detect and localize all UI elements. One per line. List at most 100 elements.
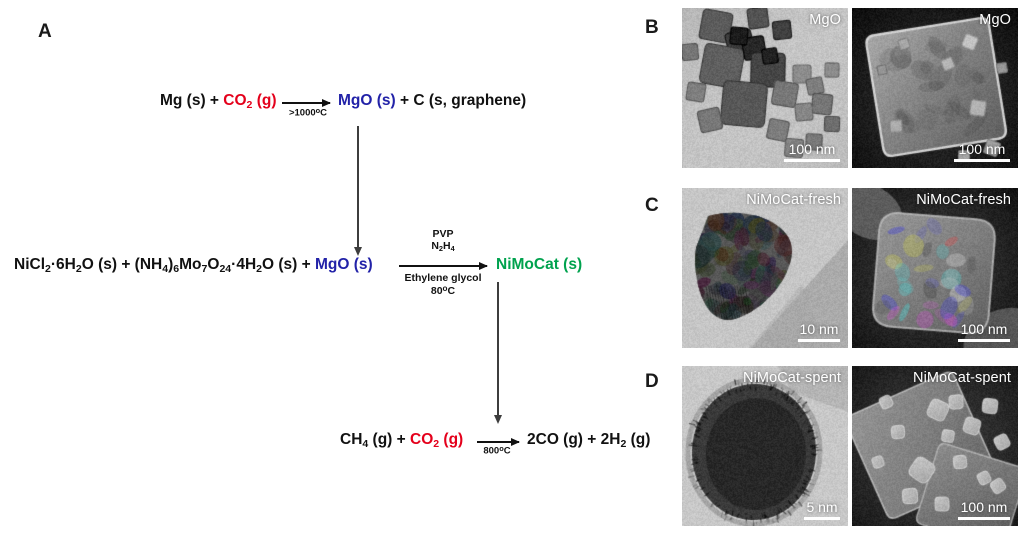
reaction-2-solvent: Ethylene glycol xyxy=(404,272,482,284)
ammonium-text: O (s) + (NH xyxy=(81,256,163,273)
tetrahydrate-text: ·4H xyxy=(231,256,257,273)
o-text: O xyxy=(207,256,220,273)
reaction-1-reactant-co2: CO2 (g) xyxy=(223,92,277,111)
micrograph-b-sem[interactable]: MgO 100 nm xyxy=(852,8,1018,168)
panel-label-c: C xyxy=(645,195,659,216)
ammonium-subscript: 4 xyxy=(162,262,169,275)
reaction-1-equation: Mg (s) + CO2 (g) xyxy=(160,93,277,110)
micrograph-d-tem[interactable]: NiMoCat-spent 5 nm xyxy=(682,366,848,526)
paren-subscript: 6 xyxy=(173,262,180,275)
h2-phase: (g) xyxy=(626,431,651,448)
micrograph-b-tem-label: MgO xyxy=(809,12,841,28)
reaction-3-co2: CO2 (g) xyxy=(410,431,464,450)
micrograph-d-sem-scalebar: 100 nm xyxy=(958,500,1010,520)
reaction-2-mgo: MgO (s) xyxy=(315,256,373,273)
micrograph-row-d: NiMoCat-spent 5 nm NiMoCat-spent 100 nm xyxy=(682,366,1018,526)
micrograph-c-sem-scalebar-line xyxy=(958,339,1010,342)
micrograph-b-sem-label: MgO xyxy=(979,12,1011,28)
reaction-2-arrow xyxy=(399,261,488,270)
reaction-2-condition-below: Ethylene glycol 80oC xyxy=(387,272,499,298)
micrograph-c-sem-scalebar: 100 nm xyxy=(958,322,1010,342)
flow-arrow-2 xyxy=(493,282,502,424)
reaction-1-product-mgo: MgO (s) xyxy=(338,92,396,109)
micrograph-b-tem-scalebar-line xyxy=(784,159,840,162)
reaction-2-temperature: 80oC xyxy=(387,284,499,297)
mo-subscript: 7 xyxy=(201,262,208,275)
tetrahydrate-subscript: 2 xyxy=(256,262,262,275)
reaction-3-temp-unit: C xyxy=(503,445,511,457)
reaction-2-reagent-hydrazine: N2H4 xyxy=(397,240,489,253)
reaction-2-temp-unit: C xyxy=(447,285,456,298)
micrograph-row-b: MgO 100 nm MgO 100 nm xyxy=(682,8,1018,168)
nicl2-text: NiCl xyxy=(14,256,45,273)
micrograph-d-tem-label: NiMoCat-spent xyxy=(743,370,841,386)
reaction-2-condition-above: PVP N2H4 xyxy=(397,228,489,254)
hydrate-text: ·6H xyxy=(50,256,76,273)
micrograph-b-sem-scalebar-line xyxy=(954,159,1010,162)
micrograph-d-sem-scalebar-line xyxy=(958,517,1010,520)
panel-label-a: A xyxy=(38,21,52,42)
reaction-2-degree-symbol: o xyxy=(442,284,448,294)
micrograph-b-tem[interactable]: MgO 100 nm xyxy=(682,8,848,168)
micrograph-b-sem-canvas xyxy=(852,8,1018,168)
reaction-1-arrow xyxy=(282,98,331,107)
co2-3-phase: (g) xyxy=(439,431,464,448)
panel-a-scheme: A Mg (s) + CO2 (g) >1000oC MgO (s) + C (… xyxy=(14,21,650,457)
micrograph-c-sem[interactable]: NiMoCat-fresh 100 nm xyxy=(852,188,1018,348)
micrograph-b-tem-scalebar-text: 100 nm xyxy=(788,141,836,157)
o-subscript: 24 xyxy=(219,262,232,275)
reaction-2-temp: 80 xyxy=(430,285,443,298)
micrograph-c-tem-label: NiMoCat-fresh xyxy=(746,192,841,208)
micrograph-b-tem-canvas xyxy=(682,8,848,168)
panel-label-d: D xyxy=(645,371,659,392)
reaction-3-degree-symbol: o xyxy=(499,444,504,453)
micrograph-d-tem-scalebar-text: 5 nm xyxy=(806,499,838,515)
reaction-2-reagent-pvp: PVP xyxy=(432,228,454,240)
micrograph-row-c: NiMoCat-fresh 10 nm NiMoCat-fresh 100 nm xyxy=(682,188,1018,348)
reaction-1-condition: >1000oC xyxy=(282,106,334,119)
h-text: H xyxy=(443,240,451,253)
micrograph-d-sem-label: NiMoCat-spent xyxy=(913,370,1011,386)
h-subscript: 4 xyxy=(450,244,455,254)
micrograph-b-tem-scalebar: 100 nm xyxy=(784,142,840,162)
micrograph-c-tem[interactable]: NiMoCat-fresh 10 nm xyxy=(682,188,848,348)
micrograph-c-sem-canvas xyxy=(852,188,1018,348)
micrograph-c-tem-scalebar-text: 10 nm xyxy=(799,321,839,337)
panel-label-b: B xyxy=(645,17,659,38)
micrograph-d-tem-scalebar-line xyxy=(804,517,840,520)
micrograph-c-tem-scalebar-line xyxy=(798,339,840,342)
reaction-3-arrow xyxy=(477,437,520,446)
micrograph-b-sem-scalebar: 100 nm xyxy=(954,142,1010,162)
co2-3-text: CO xyxy=(410,431,434,448)
mgo-2-phase: (s) xyxy=(349,256,373,273)
co2-phase: (g) xyxy=(252,92,277,109)
reaction-2-equation: NiCl2·6H2O (s) + (NH4)6Mo7O24·4H2O (s) +… xyxy=(14,257,373,274)
reaction-1-product-carbon: + C (s, graphene) xyxy=(395,92,527,109)
micrograph-d-tem-scalebar: 5 nm xyxy=(804,500,840,520)
phase-plus: O (s) + xyxy=(262,256,315,273)
micrograph-d-sem-scalebar-text: 100 nm xyxy=(960,499,1008,515)
ch4-text: CH xyxy=(340,431,363,448)
co2-3-subscript: 2 xyxy=(433,437,440,450)
micrograph-d-tem-canvas xyxy=(682,366,848,526)
micrograph-d-sem[interactable]: NiMoCat-spent 100 nm xyxy=(852,366,1018,526)
mo-text: Mo xyxy=(179,256,202,273)
n-subscript: 2 xyxy=(438,244,443,254)
reaction-3-condition: 800oC xyxy=(474,444,520,457)
micrograph-c-sem-label: NiMoCat-fresh xyxy=(916,192,1011,208)
reaction-3-reactants: CH4 (g) + CO2 (g) xyxy=(340,432,463,449)
micrograph-c-sem-scalebar-text: 100 nm xyxy=(960,321,1008,337)
co2-subscript: 2 xyxy=(246,98,253,111)
n-text: N xyxy=(431,240,439,253)
mgo-2-text: MgO xyxy=(314,256,350,273)
micrograph-d-sem-canvas xyxy=(852,366,1018,526)
micrograph-c-tem-canvas xyxy=(682,188,848,348)
ch4-phase-plus: (g) + xyxy=(368,431,411,448)
reaction-1-temp: >1000 xyxy=(288,107,316,119)
reaction-2-product-nimocat: NiMoCat (s) xyxy=(496,256,583,273)
mgo-text: MgO xyxy=(338,92,373,109)
reaction-1-degree-symbol: o xyxy=(315,106,321,115)
reaction-1-reactant-mg: Mg (s) + xyxy=(160,92,224,109)
micrograph-c-tem-scalebar: 10 nm xyxy=(798,322,840,342)
